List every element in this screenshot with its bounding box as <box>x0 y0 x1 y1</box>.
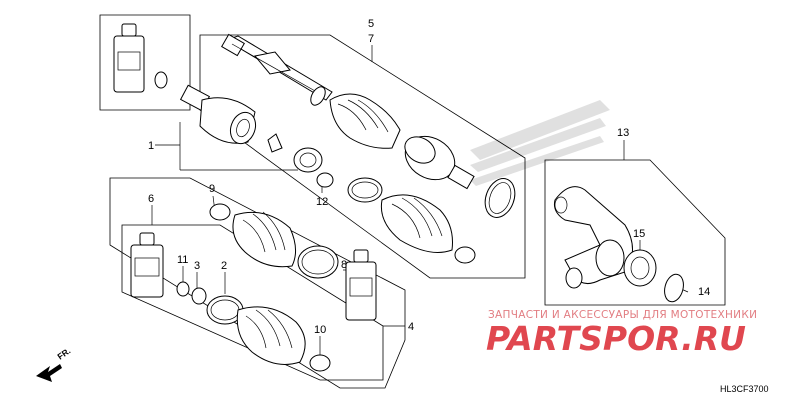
bearing-15 <box>623 249 657 287</box>
callout-3: 3 <box>194 260 200 272</box>
watermark-logo: PARTSPOR.RU <box>486 319 746 358</box>
inner-boot-kit <box>232 211 296 268</box>
watermark-tagline: ЗАПЧАСТИ И АКСЕССУАРЫ ДЛЯ МОТОТЕХНИКИ <box>488 309 757 321</box>
callout-4: 4 <box>408 321 414 333</box>
band-ring-mid <box>297 245 339 279</box>
circlip-3 <box>191 287 207 305</box>
diagram-code: HL3CF3700 <box>720 384 769 394</box>
callout-10: 10 <box>314 324 326 336</box>
inner-boot <box>380 194 453 253</box>
callout-1: 1 <box>148 140 154 152</box>
callout-7: 7 <box>368 33 374 45</box>
callout-12: 12 <box>316 196 328 208</box>
axle-shaft <box>221 33 333 106</box>
boot-band-2 <box>206 295 244 325</box>
outer-boot-kit <box>236 306 306 365</box>
grease-bottle-top <box>113 23 145 93</box>
knuckle-arm <box>554 186 633 289</box>
boot-band-10 <box>309 354 331 372</box>
circlip-11 <box>176 281 190 297</box>
boot-band-large <box>347 177 383 203</box>
snap-ring-14 <box>664 273 684 303</box>
callout-15: 15 <box>633 228 645 240</box>
boot-band-small <box>454 246 476 264</box>
front-direction-label: FR. <box>55 346 72 362</box>
callout-14: 14 <box>698 286 710 298</box>
inner-joint-bearing <box>293 147 323 173</box>
callout-2: 2 <box>221 260 227 272</box>
grease-bottle-6 <box>130 232 164 298</box>
band-ring-right <box>484 178 516 218</box>
callout-8: 8 <box>341 259 347 271</box>
callout-9: 9 <box>209 183 215 195</box>
inner-joint-housing <box>179 84 257 145</box>
front-direction-arrow-icon <box>36 364 62 382</box>
callout-13: 13 <box>617 127 629 139</box>
callout-5: 5 <box>368 18 374 30</box>
kit-6-frame <box>99 14 191 111</box>
callout-11: 11 <box>177 254 188 266</box>
retaining-ring-12 <box>316 172 334 188</box>
kit-4-inner-frame <box>121 224 384 381</box>
grease-bottle-8 <box>345 249 377 321</box>
kit-13-frame <box>544 159 726 306</box>
inner-joint-clip <box>267 133 283 153</box>
shaft-outer-boot <box>329 93 401 149</box>
callout-6: 6 <box>148 193 154 205</box>
boot-band-9 <box>209 203 231 221</box>
background-wing-logo <box>470 100 610 186</box>
circlip-top <box>154 71 168 89</box>
outer-cv-joint <box>404 135 475 190</box>
